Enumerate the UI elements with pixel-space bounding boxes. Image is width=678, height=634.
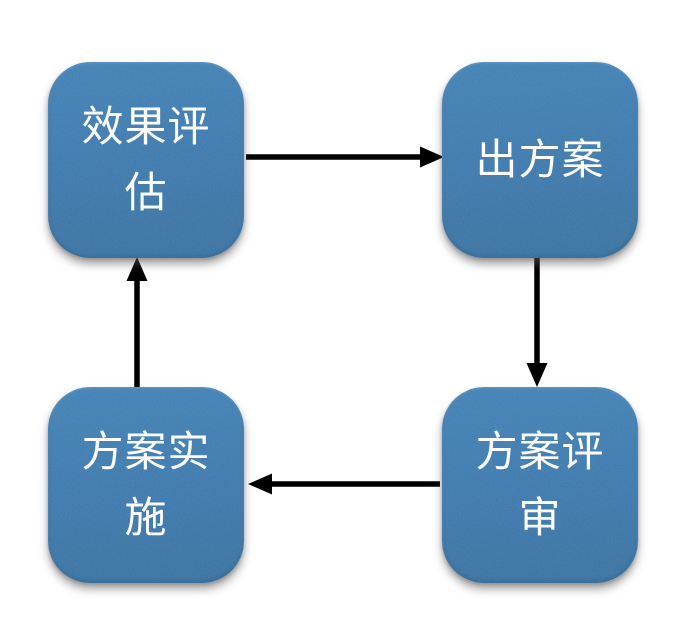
node-plan-review: 方案评审 <box>442 387 638 583</box>
node-plan-implementation: 方案实施 <box>48 387 244 583</box>
node-label-plan-review: 方案评审 <box>475 427 605 541</box>
node-label-effect-evaluation: 效果评估 <box>81 102 211 216</box>
node-propose-plan: 出方案 <box>442 62 638 258</box>
arrow-evaluation-to-plan <box>246 146 444 168</box>
node-label-plan-implementation: 方案实施 <box>81 427 211 541</box>
node-label-propose-plan: 出方案 <box>475 135 605 183</box>
arrow-implementation-to-evaluation <box>126 257 148 387</box>
arrow-plan-to-review <box>526 258 548 387</box>
arrow-review-to-implementation <box>248 473 440 495</box>
node-effect-evaluation: 效果评估 <box>48 62 244 258</box>
